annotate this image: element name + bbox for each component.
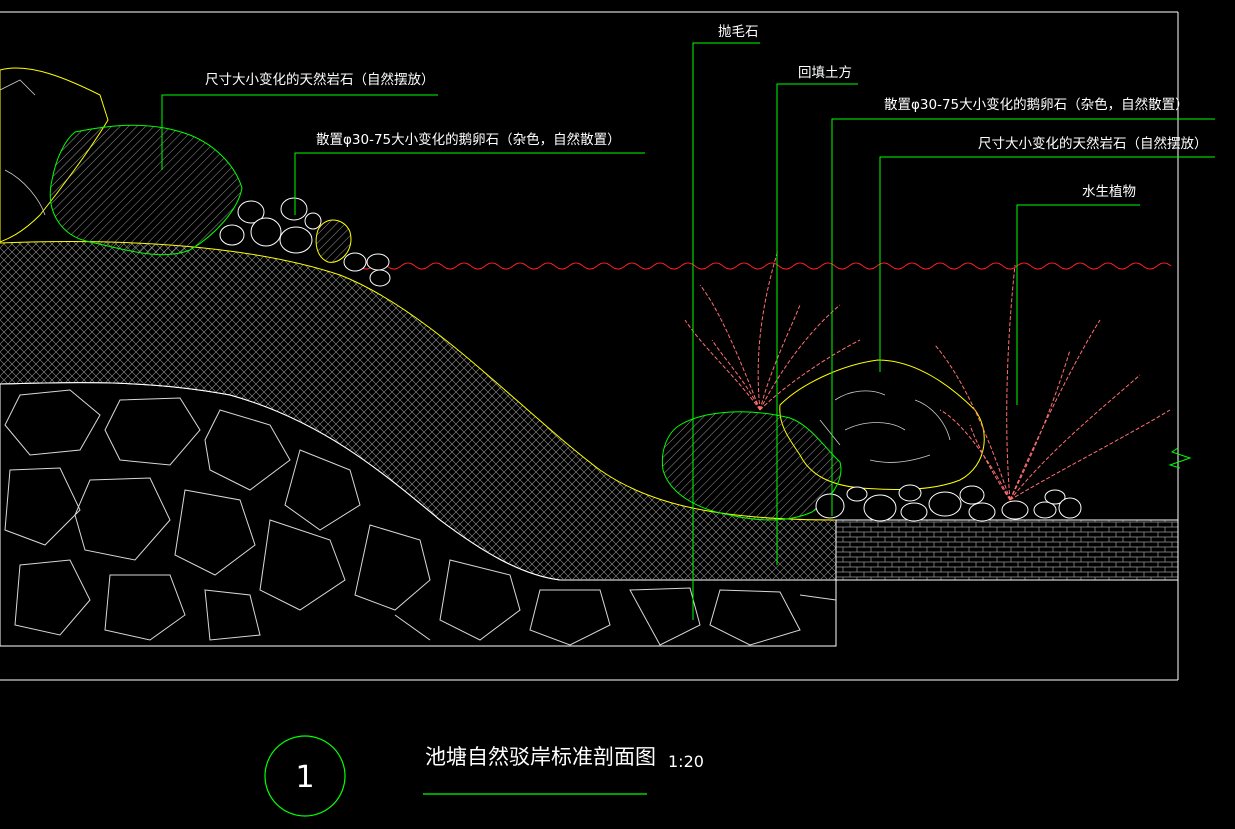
- drawing-number: 1: [295, 760, 314, 795]
- label-pebble-right: 散置φ30-75大小变化的鹅卵石（杂色，自然散置）: [884, 96, 1189, 113]
- pond-bed-slab: [835, 519, 1179, 581]
- pebbles-right: [815, 484, 1082, 522]
- label-rubble: 抛毛石: [718, 24, 759, 40]
- label-rock-left: 尺寸大小变化的天然岩石（自然摆放）: [205, 71, 435, 88]
- label-pebble-left: 散置φ30-75大小变化的鹅卵石（杂色，自然散置）: [316, 131, 621, 148]
- leaders: [161, 42, 1215, 620]
- break-mark: [1168, 447, 1192, 469]
- aquatic-plants: [684, 249, 1171, 501]
- drawing-scale: 1:20: [668, 752, 704, 771]
- pebbles-left: [219, 197, 391, 287]
- drawing-title: 池塘自然驳岸标准剖面图: [425, 745, 656, 769]
- drawing-number-circle: [264, 735, 346, 817]
- rock-left: [0, 67, 243, 256]
- rock-right: [661, 359, 985, 521]
- label-aquatic-plant: 水生植物: [1082, 184, 1136, 200]
- water-line: [344, 262, 1172, 270]
- label-backfill: 回填土方: [798, 65, 852, 81]
- label-rock-right: 尺寸大小变化的天然岩石（自然摆放）: [978, 135, 1208, 152]
